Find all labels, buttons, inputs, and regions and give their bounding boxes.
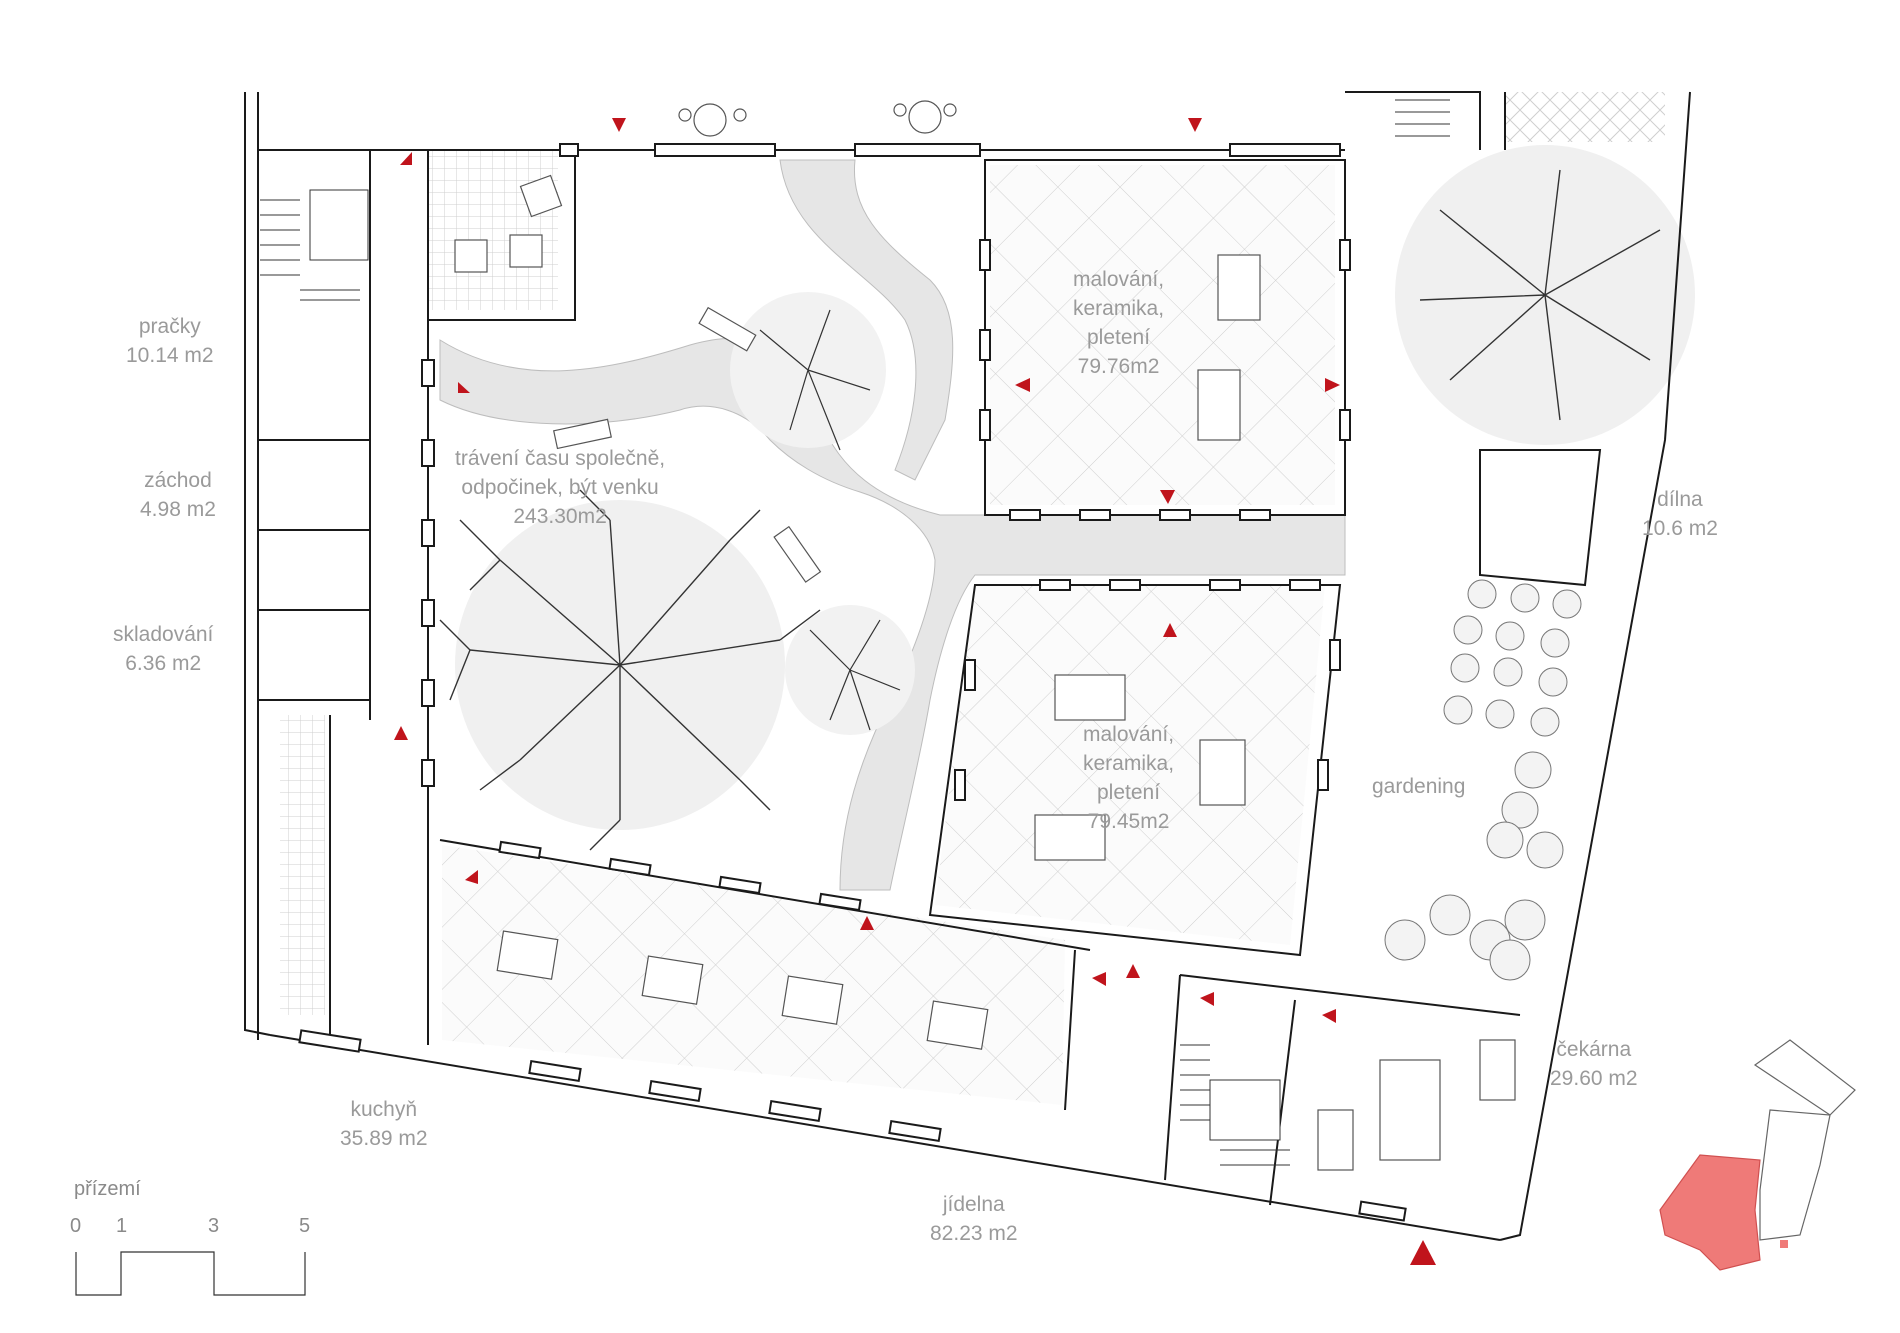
room-name: skladování [113, 623, 214, 646]
outer-wall-north [257, 92, 1345, 151]
room-area: 82.23 m2 [930, 1222, 1018, 1245]
stair-north [1345, 91, 1506, 150]
dining-east-wall [1064, 949, 1076, 1111]
scale-tick-0: 0 [70, 1215, 82, 1237]
tree-mid-courtyard [730, 292, 886, 451]
kitchen-counter-grid [280, 715, 325, 1015]
room-label-courtyard: trávení času společně, odpočinek, být ve… [455, 444, 665, 531]
room-area: 243.30m2 [513, 505, 607, 528]
north-path [779, 159, 954, 481]
terrace-grid-floor [428, 150, 558, 310]
scale-tick-1: 1 [116, 1215, 128, 1237]
trees [439, 145, 1695, 851]
room-area: 79.76m2 [1077, 355, 1160, 378]
room-desc-line1: malování, [1083, 723, 1175, 746]
room-label-studio-north: malování, keramika, pletení 79.76m2 [1073, 265, 1164, 381]
stairs [260, 99, 1450, 1166]
terrace-wall [428, 149, 576, 321]
room-desc-line2: keramika, [1083, 752, 1175, 775]
room-label-washing: pračky 10.14 m2 [126, 312, 214, 370]
outer-wall-west [244, 92, 271, 1036]
room-area: 10.14 m2 [126, 344, 214, 367]
room-desc-line2: keramika, [1073, 297, 1165, 320]
room-desc-line3: pletení [1096, 781, 1161, 804]
studio-north-floor [990, 165, 1335, 505]
room-desc-line2: odpočinek, být venku [461, 476, 659, 499]
workshop-wall [1479, 449, 1602, 587]
room-label-storage: skladování 6.36 m2 [113, 620, 213, 678]
room-desc-line1: malování, [1073, 268, 1165, 291]
dining-north-wall [439, 839, 1091, 951]
neighbour-hatch [1505, 92, 1665, 142]
room-area: 10.6 m2 [1642, 517, 1718, 540]
floor-label: přízemí [74, 1178, 141, 1200]
furniture [454, 100, 1516, 1171]
room-label-workshop: dílna 10.6 m2 [1642, 485, 1718, 543]
room-area: 6.36 m2 [125, 652, 202, 675]
room-label-waiting: čekárna 29.60 m2 [1550, 1035, 1638, 1093]
service-wing-wall [257, 150, 371, 1040]
room-name: gardening [1372, 775, 1466, 798]
scale-tick-3: 3 [208, 1215, 220, 1237]
room-name: čekárna [1556, 1038, 1632, 1061]
windows [298, 143, 1407, 1222]
room-name: kuchyň [350, 1098, 418, 1121]
walls [244, 91, 1691, 1241]
tree-small-courtyard [785, 605, 915, 735]
room-label-kitchen: kuchyň 35.89 m2 [340, 1095, 428, 1153]
room-area: 79.45m2 [1087, 810, 1170, 833]
tree-large-courtyard [439, 489, 821, 851]
room-label-toilet: záchod 4.98 m2 [140, 466, 216, 524]
room-label-dining: jídelna 82.23 m2 [930, 1190, 1018, 1248]
room-area: 35.89 m2 [340, 1127, 428, 1150]
scale-bar [75, 1251, 306, 1296]
dining-floor [442, 845, 1065, 1105]
tree-garden [1395, 145, 1695, 445]
room-label-garden: gardening [1372, 772, 1465, 801]
entrance-markers [394, 118, 1436, 1265]
room-name: záchod [144, 469, 212, 492]
outer-wall-south [269, 1034, 1501, 1241]
room-desc-line1: trávení času společně, [455, 447, 666, 470]
room-area: 4.98 m2 [140, 498, 216, 521]
floor-finishes [280, 92, 1665, 1105]
key-plan-highlight [1659, 1154, 1761, 1271]
room-name: jídelna [942, 1193, 1005, 1216]
studio-north-wall [984, 159, 1346, 516]
scale-tick-5: 5 [299, 1215, 311, 1237]
room-label-studio-south: malování, keramika, pletení 79.45m2 [1083, 720, 1174, 836]
room-name: pračky [138, 315, 201, 338]
studio-south-floor [935, 585, 1325, 945]
waiting-room-wall [1164, 974, 1521, 1206]
outer-wall-east [1499, 91, 1691, 1241]
room-desc-line3: pletení [1086, 326, 1151, 349]
garden-plants [1384, 579, 1582, 981]
room-name: dílna [1657, 488, 1703, 511]
key-plan [1659, 1039, 1856, 1271]
room-area: 29.60 m2 [1550, 1067, 1638, 1090]
